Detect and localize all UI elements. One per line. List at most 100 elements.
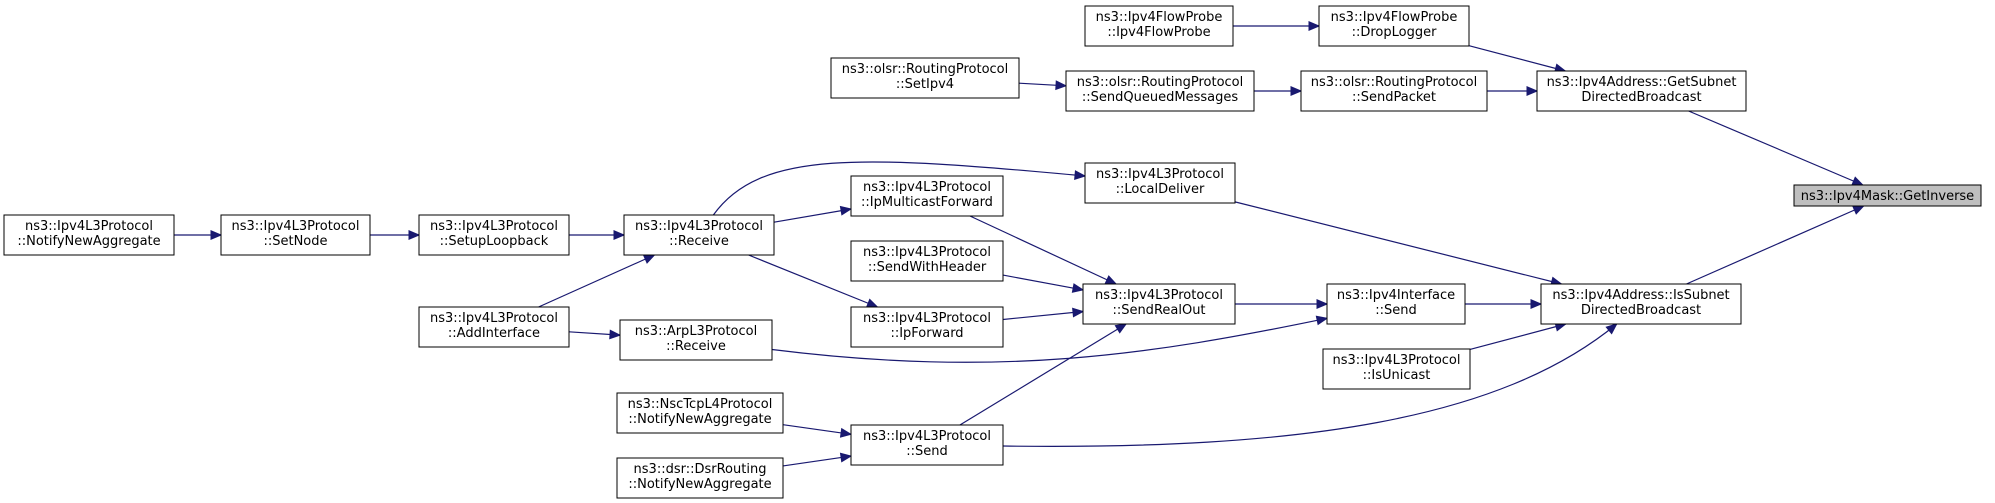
node-set-node[interactable]: ns3::Ipv4L3Protocol::SetNode	[220, 214, 371, 256]
edge-arrowhead	[609, 329, 622, 340]
edges-layer	[174, 21, 1865, 467]
edge-arrowhead	[1851, 176, 1864, 186]
edge-line	[959, 323, 1127, 426]
node-drop-logger[interactable]: ns3::Ipv4FlowProbe::DropLogger	[1318, 5, 1470, 47]
edge-arrowhead	[642, 254, 656, 264]
node-send-real-out[interactable]: ns3::Ipv4L3Protocol::SendRealOut	[1082, 283, 1236, 325]
node-add-interface[interactable]: ns3::Ipv4L3Protocol::AddInterface	[418, 306, 570, 348]
node-box	[1322, 348, 1471, 390]
node-box	[1540, 283, 1742, 325]
edge-olsr-send-packet-to-get-subnet-db	[1487, 86, 1539, 96]
node-label-line: ns3::olsr::RoutingProtocol	[842, 62, 1009, 77]
node-is-subnet-db[interactable]: ns3::Ipv4Address::IsSubnetDirectedBroadc…	[1540, 283, 1742, 325]
node-label-line: ::SendQueuedMessages	[1082, 90, 1238, 105]
node-label-line: ns3::Ipv4L3Protocol	[863, 311, 991, 326]
node-label-line: ::IpMulticastForward	[861, 195, 993, 210]
node-send-with-header[interactable]: ns3::Ipv4L3Protocol::SendWithHeader	[850, 240, 1004, 282]
edge-arrowhead	[839, 452, 853, 463]
nodes-layer: ns3::Ipv4Mask::GetInversens3::Ipv4Addres…	[3, 5, 1982, 499]
node-label-line: ns3::olsr::RoutingProtocol	[1077, 75, 1244, 90]
node-box	[850, 240, 1004, 282]
node-box	[1065, 70, 1255, 112]
node-iface-send[interactable]: ns3::Ipv4Interface::Send	[1326, 283, 1466, 325]
node-box	[616, 457, 784, 499]
node-box	[850, 175, 1004, 217]
node-label-line: DirectedBroadcast	[1581, 90, 1701, 105]
node-l3-receive[interactable]: ns3::Ipv4L3Protocol::Receive	[623, 214, 775, 256]
edge-l3-notify-new-agg-to-set-node	[174, 230, 223, 240]
node-arp-receive[interactable]: ns3::ArpL3Protocol::Receive	[619, 319, 773, 361]
edge-arrowhead	[839, 205, 853, 216]
node-box	[830, 57, 1020, 99]
node-nsc-notify[interactable]: ns3::NscTcpL4Protocol::NotifyNewAggregat…	[616, 392, 784, 434]
edge-flow-probe-ctor-to-drop-logger	[1233, 21, 1321, 31]
node-box	[616, 392, 784, 434]
edge-line	[773, 208, 852, 223]
node-label-line: ns3::NscTcpL4Protocol	[628, 397, 773, 412]
node-label-line: ::SendWithHeader	[868, 260, 987, 275]
node-l3-notify-new-agg[interactable]: ns3::Ipv4L3Protocol::NotifyNewAggregate	[3, 214, 175, 256]
edge-arrowhead	[210, 230, 223, 240]
edge-arrowhead	[1104, 275, 1118, 285]
node-label-line: ::Receive	[669, 234, 729, 249]
node-box	[220, 214, 371, 256]
edge-arrowhead	[1530, 299, 1543, 309]
edge-line	[1686, 205, 1864, 285]
node-label-line: ::SendRealOut	[1112, 303, 1205, 318]
node-label-line: ns3::Ipv4L3Protocol	[863, 245, 991, 260]
edge-l3-receive-to-ip-multicast-fwd	[773, 205, 853, 223]
edge-arrowhead	[613, 230, 626, 240]
edge-dsr-notify-to-l3-send	[782, 452, 853, 467]
node-box	[418, 214, 570, 256]
node-label-line: ns3::Ipv4FlowProbe	[1331, 10, 1458, 25]
node-label-line: ns3::Ipv4L3Protocol	[1095, 288, 1223, 303]
node-is-unicast[interactable]: ns3::Ipv4L3Protocol::IsUnicast	[1322, 348, 1471, 390]
edge-arrowhead	[1852, 205, 1865, 215]
node-label-line: ns3::Ipv4L3Protocol	[430, 219, 558, 234]
node-box	[1326, 283, 1466, 325]
node-box	[1536, 70, 1747, 112]
edge-arrowhead	[1055, 80, 1068, 91]
node-label-line: ns3::olsr::RoutingProtocol	[1311, 75, 1478, 90]
node-label-line: ::LocalDeliver	[1116, 182, 1205, 197]
node-label-line: ns3::ArpL3Protocol	[635, 324, 757, 339]
node-local-deliver[interactable]: ns3::Ipv4L3Protocol::LocalDeliver	[1084, 162, 1236, 204]
node-label-line: ::NotifyNewAggregate	[17, 234, 160, 249]
node-label-line: ns3::Ipv4Address::IsSubnet	[1552, 288, 1729, 303]
node-get-subnet-db[interactable]: ns3::Ipv4Address::GetSubnetDirectedBroad…	[1536, 70, 1747, 112]
node-label-line: ns3::Ipv4L3Protocol	[863, 429, 991, 444]
node-label-line: ::Send	[906, 444, 948, 459]
node-l3-send[interactable]: ns3::Ipv4L3Protocol::Send	[850, 424, 1004, 466]
node-flow-probe-ctor[interactable]: ns3::Ipv4FlowProbe::Ipv4FlowProbe	[1084, 5, 1234, 47]
edge-line	[1002, 274, 1084, 291]
edge-is-unicast-to-is-subnet-db	[1469, 321, 1568, 351]
node-olsr-set-ipv4[interactable]: ns3::olsr::RoutingProtocol::SetIpv4	[830, 57, 1020, 99]
node-label-line: ns3::Ipv4L3Protocol	[430, 311, 558, 326]
node-label-line: ns3::Ipv4L3Protocol	[635, 219, 763, 234]
node-get-inverse[interactable]: ns3::Ipv4Mask::GetInverse	[1793, 184, 1982, 207]
edge-arrowhead	[839, 427, 853, 438]
node-label-line: ::Ipv4FlowProbe	[1107, 25, 1210, 40]
node-ip-forward[interactable]: ns3::Ipv4L3Protocol::IpForward	[850, 306, 1004, 348]
edge-arrowhead	[1074, 170, 1087, 180]
node-box	[1318, 5, 1470, 47]
edge-is-subnet-db-to-get-inverse	[1686, 205, 1865, 285]
edge-set-node-to-setup-loopback	[370, 230, 421, 240]
node-label-line: ns3::Ipv4FlowProbe	[1096, 10, 1223, 25]
node-label-line: ns3::Ipv4L3Protocol	[1333, 353, 1461, 368]
edge-arrowhead	[1605, 323, 1618, 335]
node-label-line: ::Send	[1375, 303, 1417, 318]
edge-line	[712, 161, 1086, 216]
edge-olsr-set-ipv4-to-olsr-send-queued	[1018, 80, 1068, 91]
node-olsr-send-queued[interactable]: ns3::olsr::RoutingProtocol::SendQueuedMe…	[1065, 70, 1255, 112]
edge-ip-forward-to-send-real-out	[1002, 307, 1085, 321]
node-setup-loopback[interactable]: ns3::Ipv4L3Protocol::SetupLoopback	[418, 214, 570, 256]
edge-l3-send-to-is-subnet-db	[1002, 323, 1618, 447]
node-label-line: ::SendPacket	[1352, 90, 1436, 105]
edge-olsr-send-queued-to-olsr-send-packet	[1254, 86, 1303, 96]
node-olsr-send-packet[interactable]: ns3::olsr::RoutingProtocol::SendPacket	[1300, 70, 1488, 112]
node-dsr-notify[interactable]: ns3::dsr::DsrRouting::NotifyNewAggregate	[616, 457, 784, 499]
node-ip-multicast-fwd[interactable]: ns3::Ipv4L3Protocol::IpMulticastForward	[850, 175, 1004, 217]
edge-line	[782, 424, 852, 435]
edge-local-deliver-to-is-subnet-db	[1234, 201, 1563, 287]
